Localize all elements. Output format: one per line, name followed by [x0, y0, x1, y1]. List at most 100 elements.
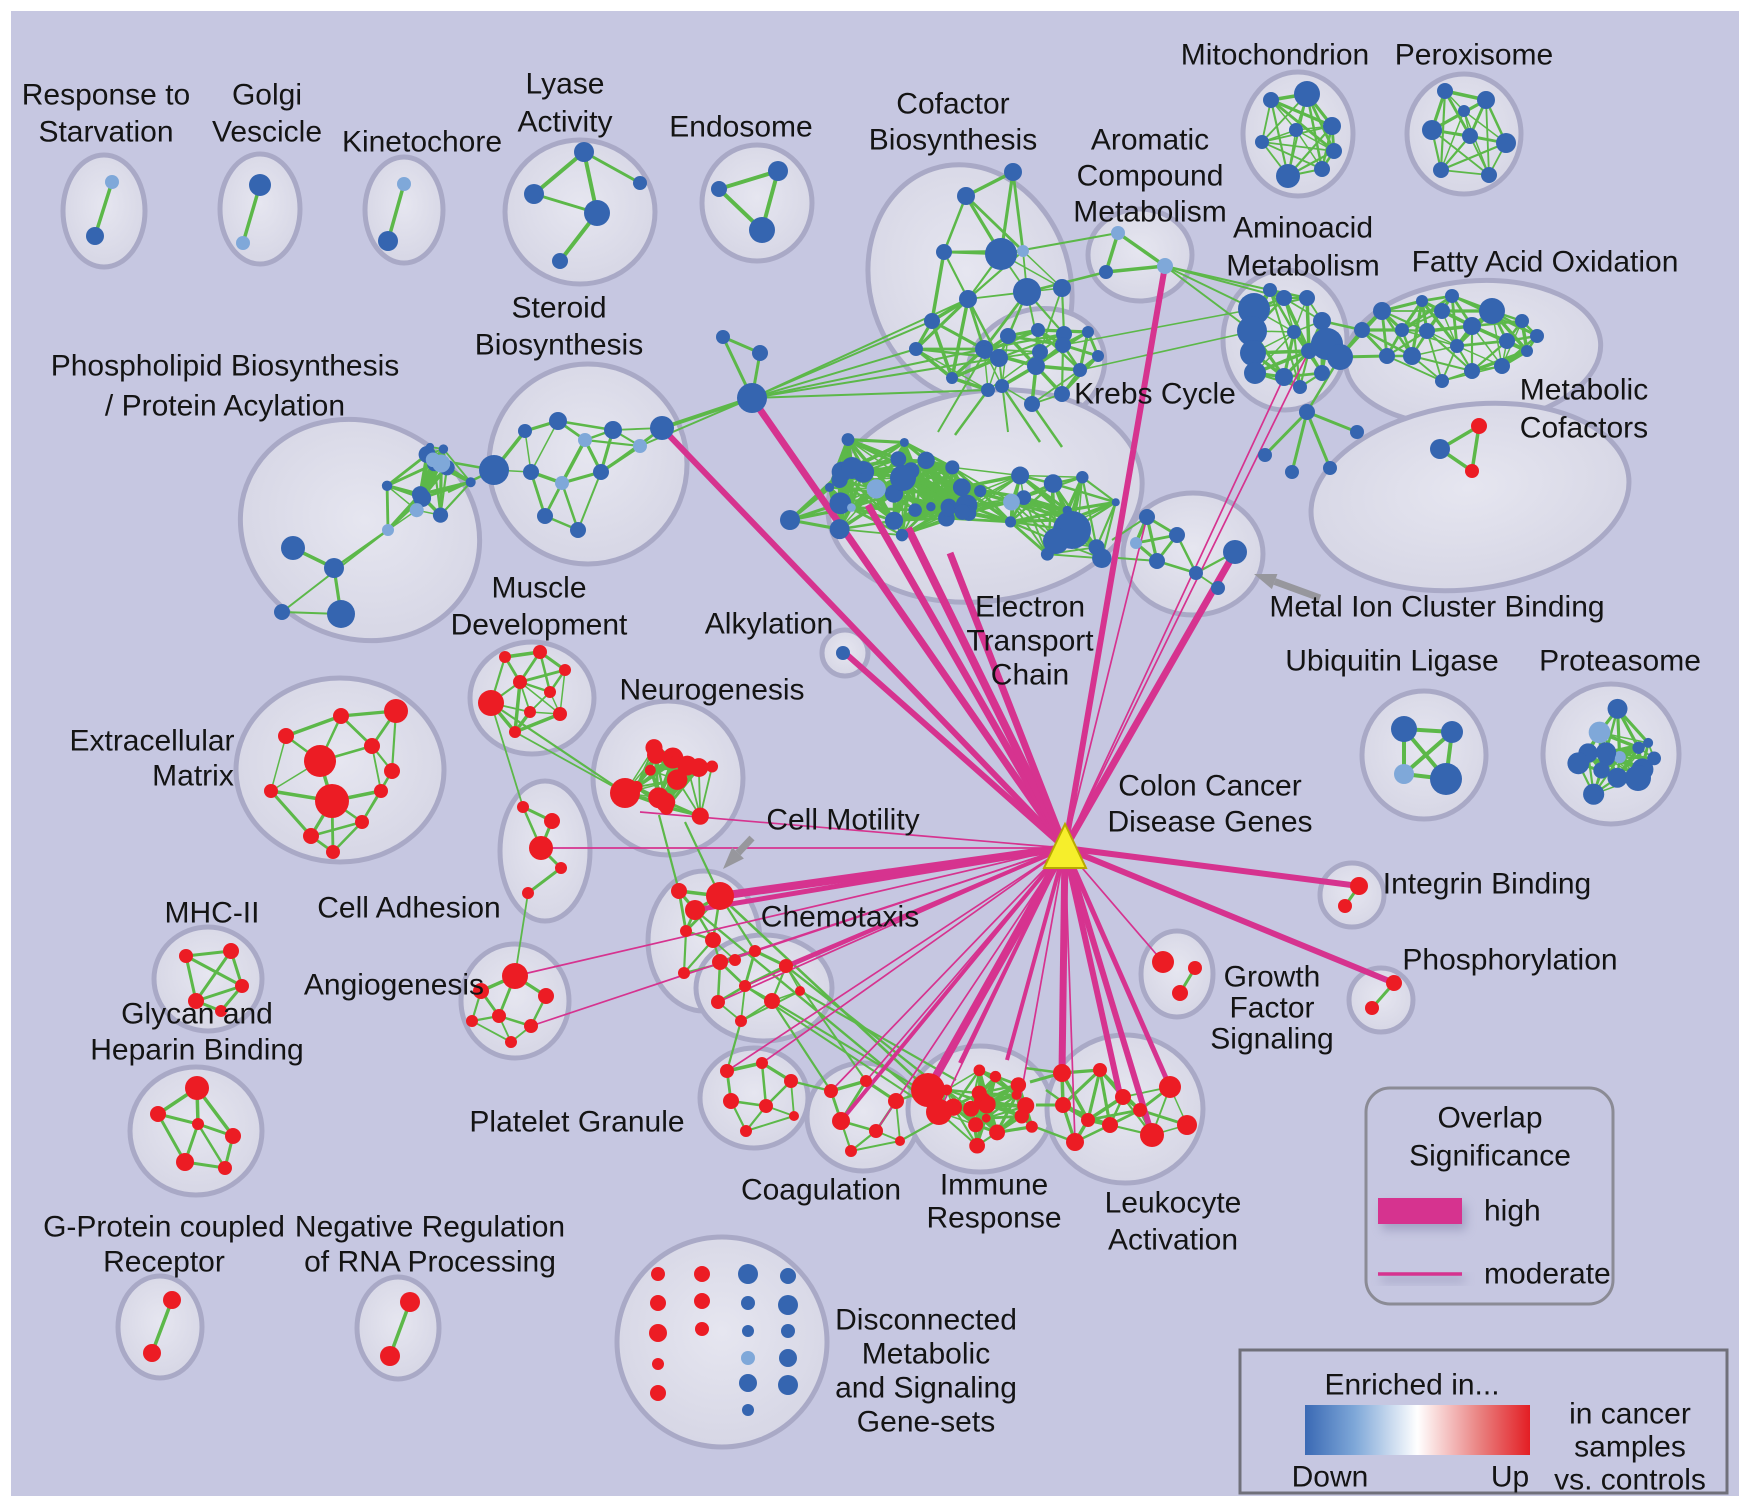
krebs-cycle-node	[1024, 396, 1040, 412]
cofactor-biosynthesis-label: Cofactor	[896, 88, 1009, 121]
muscle-development-edge	[513, 681, 522, 733]
steroid-biosynthesis-ellipse	[486, 361, 690, 567]
muscle-development-node	[553, 707, 567, 721]
mhc-ii-edge	[195, 984, 243, 1003]
metabolic-cofactors-node	[1465, 464, 1479, 478]
muscle-development-node	[559, 664, 571, 676]
immune-response-node	[926, 1099, 952, 1125]
electron-transport-chain-node	[1011, 466, 1030, 485]
muscle-development-edge	[519, 681, 561, 715]
angiogenesis-edge	[471, 1020, 512, 1043]
chemotaxis-node	[764, 993, 780, 1009]
disconnected-gene-sets-node	[778, 1295, 798, 1315]
inter-cluster-edge	[771, 1000, 939, 1101]
electron-transport-chain-edge	[902, 477, 1057, 542]
angiogenesis-node	[505, 1036, 517, 1048]
muscle-development-edge	[514, 712, 561, 734]
legend-high-label: high	[1484, 1195, 1541, 1228]
chemotaxis-node	[749, 945, 761, 957]
fatty-acid-oxidation-node	[1494, 358, 1510, 374]
cofactor-biosynthesis-edge	[942, 195, 968, 253]
steroid-biosynthesis-node	[633, 439, 647, 453]
chemotaxis-node	[779, 959, 793, 973]
golgi-vescicle-ellipse	[217, 151, 303, 267]
aminoacid-metabolism-node	[1244, 362, 1266, 384]
fatty-acid-oxidation-node	[1530, 329, 1544, 343]
moderate-line-shadow	[1381, 1276, 1465, 1282]
mitochondrion-edge	[1261, 141, 1335, 152]
metabolic-cofactors-edge	[1305, 411, 1332, 469]
mitochondrion-node	[1289, 123, 1303, 137]
cell-motility-node	[678, 967, 690, 979]
metal-ion-cluster-binding-node	[1223, 540, 1247, 564]
overlap-link-high	[904, 526, 1069, 850]
extracellular-matrix-label: Matrix	[152, 760, 234, 793]
overlap-link-high	[924, 846, 1069, 1092]
disconnected-gene-sets-node	[651, 1267, 665, 1281]
krebs-cycle-node	[1073, 363, 1087, 377]
steroid-biosynthesis-node	[555, 476, 569, 490]
aminoacid-metabolism-node	[1299, 290, 1315, 306]
cell-motility-node	[706, 882, 734, 910]
fatty-acid-oxidation-edge	[1361, 328, 1413, 358]
negative-regulation-rna-node	[380, 1346, 400, 1366]
mitochondrion-node	[1276, 164, 1300, 188]
peroxisome-node	[1496, 133, 1516, 153]
neurogenesis-node	[647, 746, 665, 764]
extracellular-matrix-edge	[270, 735, 287, 792]
platelet-granule-node	[740, 1125, 752, 1137]
overlap-link-high	[1058, 847, 1069, 1074]
fatty-acid-oxidation-node	[1445, 289, 1459, 303]
aminoacid-metabolism-edge	[1292, 331, 1302, 388]
g-protein-coupled-receptor-label: G-Protein coupled	[43, 1211, 285, 1244]
inter-cluster-edge	[661, 396, 753, 430]
mitochondrion-label: Mitochondrion	[1181, 39, 1369, 72]
electron-transport-chain-node	[952, 478, 971, 497]
electron-transport-chain-node	[895, 528, 909, 542]
overlap-link-moderate	[761, 847, 1066, 1064]
electron-transport-chain-edge	[1095, 501, 1117, 548]
mhc-ii-node	[235, 979, 249, 993]
growth-factor-signaling-label: Factor	[1229, 992, 1314, 1025]
mitochondrion-node	[1255, 135, 1269, 149]
steroid-biosynthesis-edge	[584, 438, 641, 448]
leukocyte-activation-node	[1081, 1113, 1095, 1127]
muscle-development-node	[513, 675, 527, 689]
overlap-link-high	[1062, 846, 1173, 1089]
endosome-label: Endosome	[669, 111, 812, 144]
leukocyte-activation-node	[1102, 1117, 1118, 1133]
disconnected-gene-sets-node	[694, 1266, 710, 1282]
response-to-starvation-node	[86, 227, 104, 245]
aminoacid-metabolism-node	[1237, 316, 1267, 346]
electron-transport-chain-edge	[847, 437, 905, 445]
fatty-acid-oxidation-edge	[1450, 295, 1459, 347]
endosome-node	[711, 181, 727, 197]
lyase-activity-label: Activity	[517, 106, 612, 139]
cofactor-biosynthesis-label: Biosynthesis	[869, 124, 1037, 157]
metal-ion-cluster-binding-node	[1149, 553, 1165, 569]
fatty-acid-oxidation-node	[1479, 298, 1505, 324]
overlap-link-high	[1063, 845, 1396, 986]
leukocyte-activation-node	[1093, 1063, 1107, 1077]
aminoacid-metabolism-node	[1287, 325, 1301, 339]
disconnected-gene-sets-node	[741, 1351, 755, 1365]
platelet-granule-node	[759, 1099, 773, 1113]
inter-cluster-edge	[1079, 330, 1255, 371]
endosome-ellipse	[699, 142, 815, 264]
overlap-link-high	[1062, 847, 1123, 1096]
aminoacid-metabolism-edge	[1305, 297, 1311, 352]
inter-cluster-edge	[751, 348, 917, 399]
kinetochore-label: Kinetochore	[342, 126, 502, 159]
disconnected-gene-sets-ellipse	[614, 1234, 830, 1450]
cell-motility-node	[671, 883, 687, 899]
electron-transport-chain-node	[945, 460, 960, 475]
cofactor-biosynthesis-edge	[915, 348, 989, 391]
mhc-ii-node	[188, 993, 204, 1009]
immune-response-node	[971, 1085, 987, 1101]
krebs-cycle-node	[978, 345, 992, 359]
response-to-starvation-label: Starvation	[38, 116, 173, 149]
inter-cluster-edge	[751, 348, 985, 399]
cofactor-biosynthesis-edge	[1011, 171, 1025, 252]
chemotaxis-node	[795, 986, 805, 996]
glycan-heparin-binding-node	[192, 1118, 204, 1130]
